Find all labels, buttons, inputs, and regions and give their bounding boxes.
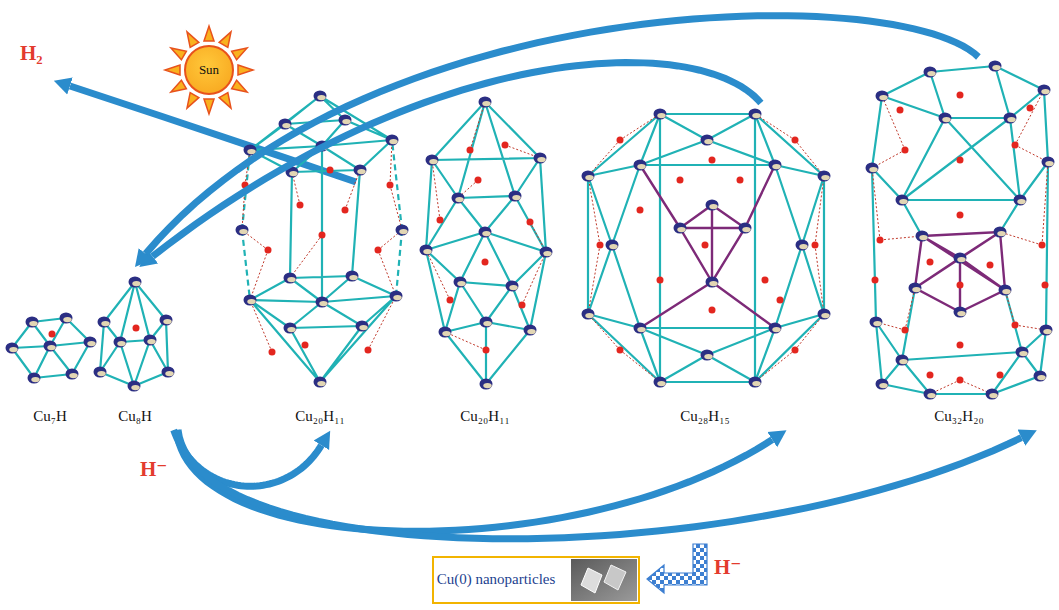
reaction-arrow: [146, 16, 979, 254]
cu20h11-structure: [420, 97, 553, 390]
sun-circle: Sun: [184, 45, 234, 95]
cluster-structure: Cu₃₂H₂₀: [862, 62, 1056, 425]
node-text: Sun: [199, 62, 219, 78]
gas-label: H₂: [20, 42, 43, 65]
cu7h-structure: [6, 313, 97, 384]
product-box: Cu(0) nanoparticles: [432, 556, 640, 604]
cluster-structure: Cu₂₀H₁₁: [418, 98, 552, 425]
reagent-label: H⁻: [714, 556, 741, 579]
cluster-structure: Cu₈H: [92, 272, 178, 425]
node-text: Cu₃₂H₂₀: [934, 408, 983, 425]
reaction-arrow: [174, 430, 322, 486]
node-text: Cu₈H: [118, 408, 152, 425]
cu32h20-structure: [866, 61, 1055, 400]
node-text: Cu₂₀H₁₁: [295, 408, 344, 425]
checkered-arrow: [647, 544, 707, 593]
cluster-structure: Cu₇H: [2, 300, 98, 425]
cu20h11-structure: [236, 91, 409, 388]
node-text: Cu(0) nanoparticles: [434, 571, 558, 588]
node-text: Cu₂₈H₁₅: [680, 408, 729, 425]
cluster-structure: Cu₂₀H₁₁: [232, 90, 408, 425]
cluster-structure: Cu₂₈H₁₅: [578, 108, 832, 425]
reaction-arrow: [178, 430, 1021, 539]
reagent-label: H⁻: [140, 458, 167, 481]
cu8h-structure: [94, 277, 175, 392]
reaction-arrow: [176, 430, 772, 531]
node-text: Cu₇H: [33, 408, 67, 425]
cu28h15-structure: [582, 109, 831, 388]
reaction-arrow: [153, 63, 761, 257]
node-text: Cu₂₀H₁₁: [460, 408, 509, 425]
sun-rays: [165, 26, 253, 114]
nanoparticle-photo: [571, 559, 637, 601]
